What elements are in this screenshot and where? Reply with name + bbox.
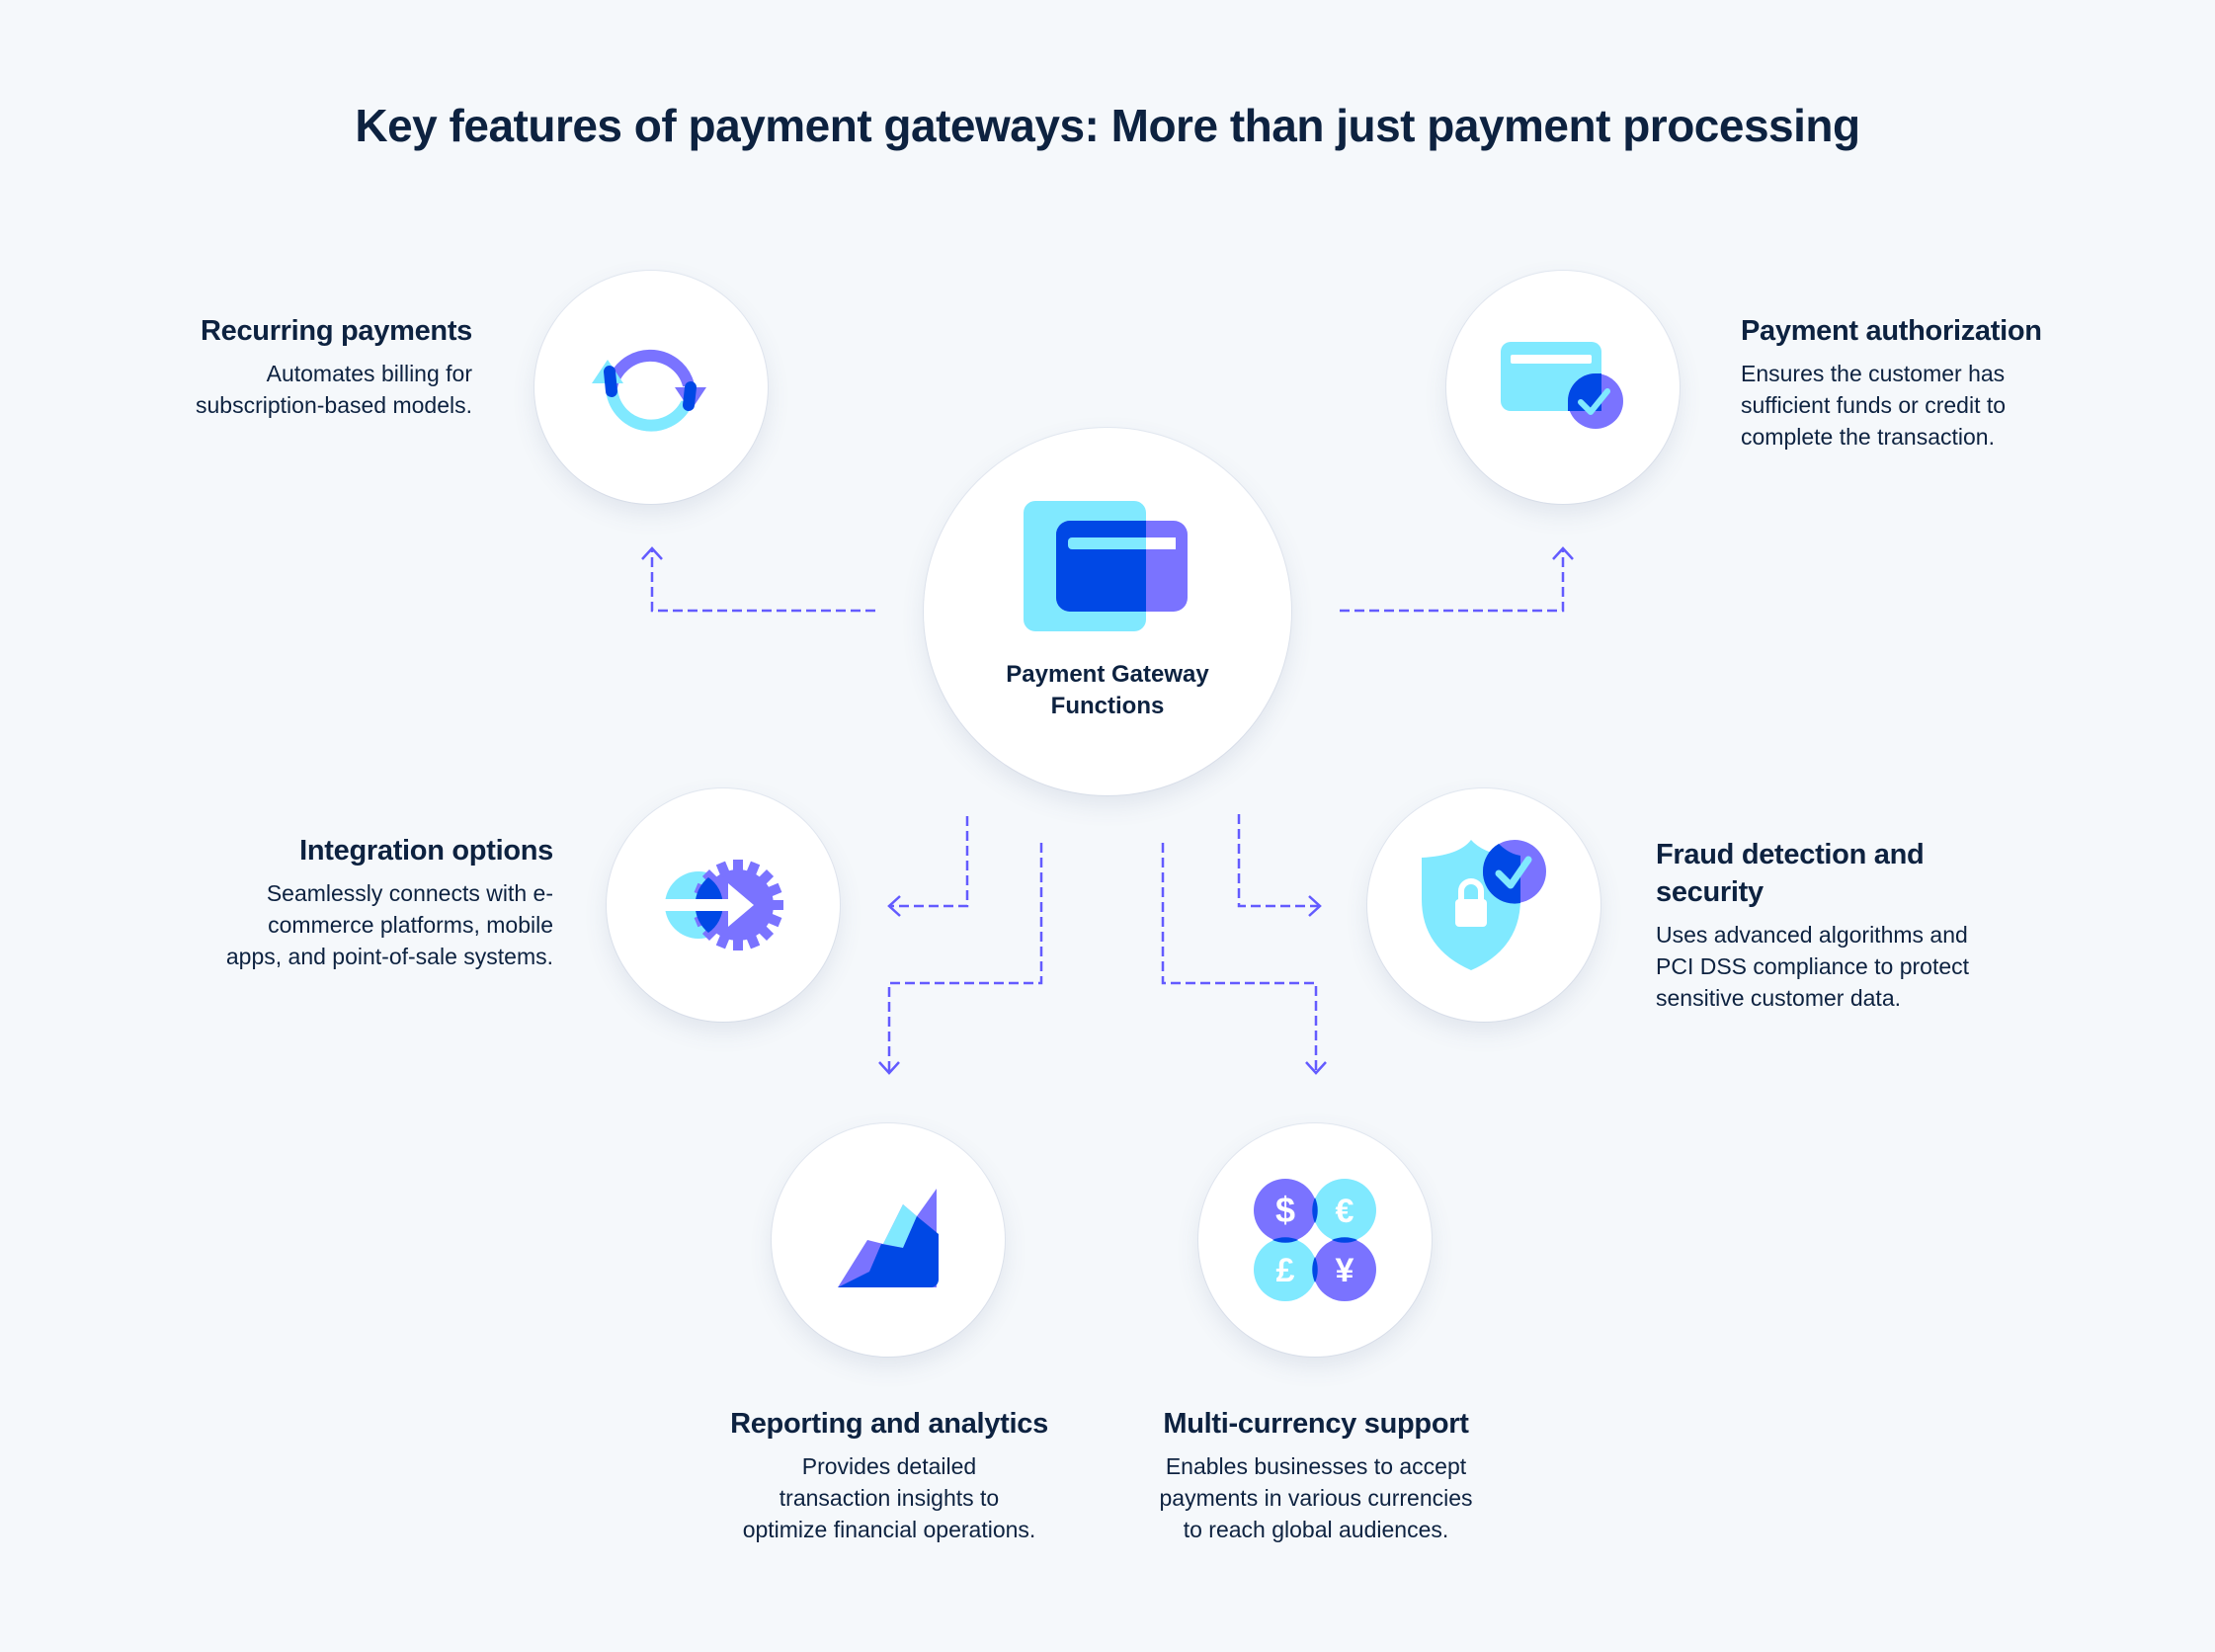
connector-authorization [1340,549,1565,613]
card-check-icon [1501,342,1623,429]
feature-desc: sensitive customer data. [1656,985,1902,1011]
connector-integration [891,816,969,908]
feature-currency: Multi-currency support Enables businesse… [1118,1405,1514,1545]
connector-reporting [887,843,1043,1072]
arrowhead-right-icon [1308,895,1322,917]
feature-desc: transaction insights to [779,1485,1000,1511]
feature-reporting: Reporting and analytics Provides detaile… [692,1405,1087,1545]
feature-title: Fraud detection and [1656,839,1925,870]
recurring-node [534,271,768,504]
feature-title: security [1656,876,1764,908]
credit-card-stack-icon [1024,501,1188,631]
center-node: Payment Gateway Functions [924,428,1291,795]
connector-recurring [650,549,875,613]
feature-authorization: Payment authorization Ensures the custom… [1741,312,2116,453]
feature-desc: to reach global audiences. [1183,1517,1449,1542]
feature-integration: Integration options Seamlessly connects … [158,832,553,972]
shield-lock-check-icon [1422,840,1546,970]
currency-node: $ € £ ¥ [1198,1123,1432,1357]
pound-symbol: £ [1276,1252,1295,1289]
arrowhead-left-icon [887,895,901,917]
arrowhead-down-icon [1305,1061,1327,1075]
feature-desc: PCI DSS compliance to protect [1656,953,1970,979]
connector-fraud [1237,814,1318,908]
feature-desc: Provides detailed [801,1453,977,1479]
feature-title: Integration options [299,835,553,867]
fraud-node [1367,788,1600,1022]
arrowhead-down-icon [878,1061,900,1075]
feature-desc: Automates billing for [266,361,472,386]
feature-desc: optimize financial operations. [742,1517,1036,1542]
gear-arrow-icon [663,860,783,950]
feature-title: Reporting and analytics [730,1408,1048,1440]
euro-symbol: € [1336,1193,1354,1230]
feature-title: Multi-currency support [1163,1408,1469,1440]
feature-desc: Seamlessly connects with e- [266,880,553,906]
page-title: Key features of payment gateways: More t… [355,100,1860,151]
feature-desc: Enables businesses to accept [1165,1453,1467,1479]
currency-symbols-icon: $ € £ ¥ [1254,1179,1376,1301]
integration-node [607,788,840,1022]
dollar-symbol: $ [1275,1190,1295,1230]
refresh-cycle-icon [592,349,706,432]
feature-desc: sufficient funds or credit to [1741,392,2007,418]
connector-currency [1161,843,1318,1072]
reporting-node [772,1123,1005,1357]
feature-title: Recurring payments [200,315,472,347]
feature-desc: payments in various currencies [1159,1485,1473,1511]
feature-recurring: Recurring payments Automates billing for… [119,312,472,421]
yen-symbol: ¥ [1336,1252,1354,1289]
feature-desc: subscription-based models. [196,392,472,418]
center-label-line2: Functions [1050,693,1165,719]
feature-desc: commerce platforms, mobile [268,912,553,938]
arrowhead-up-icon [641,546,663,560]
feature-desc: Ensures the customer has [1741,361,2006,386]
feature-desc: Uses advanced algorithms and [1656,922,1968,948]
feature-desc: complete the transaction. [1741,424,1995,450]
center-label-line1: Payment Gateway [1006,661,1209,688]
arrowhead-up-icon [1552,546,1574,560]
area-chart-icon [838,1189,939,1287]
feature-desc: apps, and point-of-sale systems. [225,944,553,969]
authorization-node [1446,271,1680,504]
feature-fraud: Fraud detection and security Uses advanc… [1656,836,2051,1014]
feature-title: Payment authorization [1741,315,2042,347]
